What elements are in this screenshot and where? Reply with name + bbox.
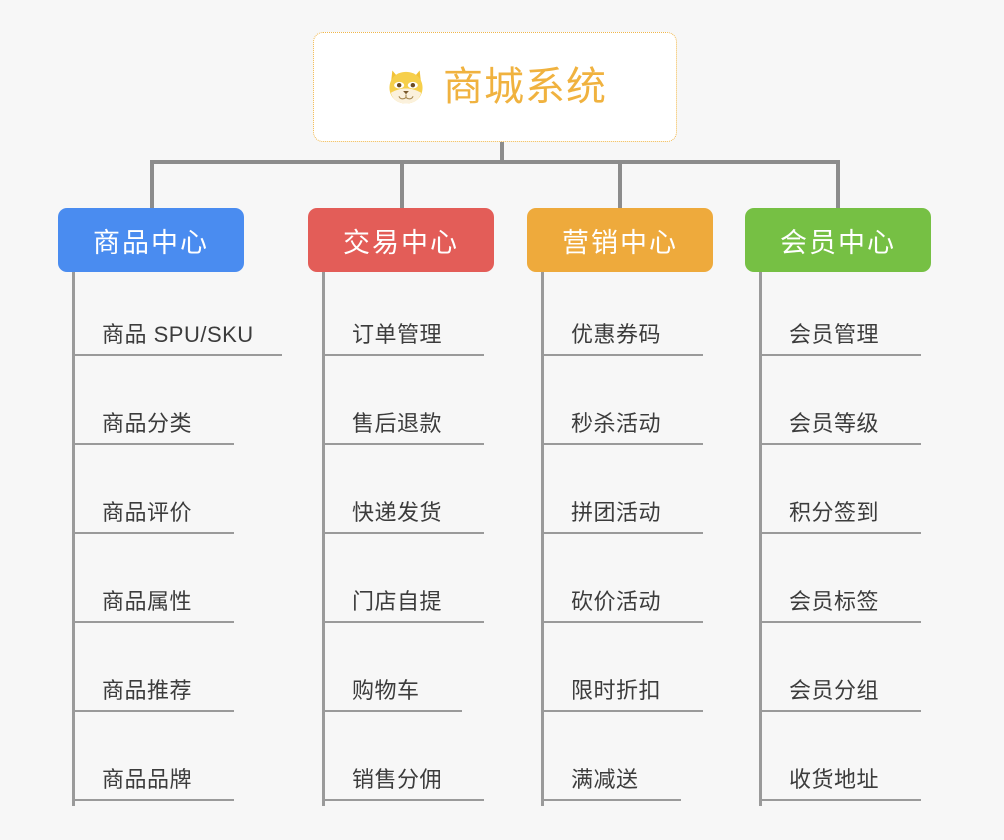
leaf-rule xyxy=(541,532,703,534)
leaf-label: 商品品牌 xyxy=(102,767,193,792)
leaf-label: 商品 SPU/SKU xyxy=(102,322,254,347)
leaf-label: 优惠券码 xyxy=(571,322,662,347)
dog-face-icon xyxy=(389,70,423,104)
leaf-rule xyxy=(759,799,921,801)
category-label: 商品中心 xyxy=(93,227,209,258)
leaf-rule xyxy=(72,443,234,445)
connector-branch-marketing xyxy=(618,160,622,210)
leaf-rule xyxy=(541,621,703,623)
leaf-rule xyxy=(541,710,703,712)
root-title: 商城系统 xyxy=(443,65,607,109)
column-spine xyxy=(541,272,544,806)
leaf-label: 限时折扣 xyxy=(571,678,662,703)
leaf-label: 销售分佣 xyxy=(352,767,443,792)
connector-trunk xyxy=(500,142,504,164)
leaf-label: 商品属性 xyxy=(102,589,193,614)
leaf-rule xyxy=(759,443,921,445)
leaf-label: 会员分组 xyxy=(789,678,880,703)
leaf-rule xyxy=(759,710,921,712)
leaf-rule xyxy=(759,621,921,623)
column-spine xyxy=(759,272,762,806)
leaf-rule xyxy=(322,710,462,712)
leaf-rule xyxy=(72,799,234,801)
category-label: 交易中心 xyxy=(343,227,459,258)
connector-branch-product xyxy=(150,160,154,210)
connector-branch-member xyxy=(836,160,840,210)
leaf-rule xyxy=(322,354,484,356)
root-node[interactable]: 商城系统 xyxy=(313,32,677,142)
leaf-label: 快递发货 xyxy=(352,500,443,525)
leaf-label: 会员等级 xyxy=(789,411,880,436)
leaf-rule xyxy=(541,354,703,356)
leaf-rule xyxy=(541,443,703,445)
leaf-rule xyxy=(322,443,484,445)
category-label: 营销中心 xyxy=(562,227,678,258)
leaf-label: 商品推荐 xyxy=(102,678,193,703)
leaf-label: 门店自提 xyxy=(352,589,443,614)
leaf-rule xyxy=(541,799,681,801)
leaf-label: 拼团活动 xyxy=(571,500,662,525)
leaf-label: 订单管理 xyxy=(352,322,443,347)
category-header-member-center[interactable]: 会员中心 xyxy=(745,208,931,272)
leaf-label: 积分签到 xyxy=(789,500,880,525)
leaf-label: 售后退款 xyxy=(352,411,443,436)
category-header-trade-center[interactable]: 交易中心 xyxy=(308,208,494,272)
leaf-rule xyxy=(72,710,234,712)
category-header-marketing-center[interactable]: 营销中心 xyxy=(527,208,713,272)
connector-bus xyxy=(152,160,840,164)
connector-branch-trade xyxy=(400,160,404,210)
leaf-rule xyxy=(72,354,282,356)
leaf-label: 收货地址 xyxy=(789,767,880,792)
leaf-rule xyxy=(72,621,234,623)
leaf-rule xyxy=(72,532,234,534)
leaf-label: 商品分类 xyxy=(102,411,193,436)
leaf-rule xyxy=(322,799,484,801)
leaf-label: 购物车 xyxy=(352,678,420,703)
leaf-label: 会员标签 xyxy=(789,589,880,614)
leaf-rule xyxy=(759,532,921,534)
column-spine xyxy=(322,272,325,806)
leaf-rule xyxy=(759,354,921,356)
leaf-label: 满减送 xyxy=(571,767,639,792)
leaf-rule xyxy=(322,621,484,623)
leaf-label: 秒杀活动 xyxy=(571,411,662,436)
column-spine xyxy=(72,272,75,806)
category-header-product-center[interactable]: 商品中心 xyxy=(58,208,244,272)
leaf-label: 砍价活动 xyxy=(571,589,662,614)
leaf-label: 会员管理 xyxy=(789,322,880,347)
category-label: 会员中心 xyxy=(780,227,896,258)
leaf-rule xyxy=(322,532,484,534)
leaf-label: 商品评价 xyxy=(102,500,193,525)
